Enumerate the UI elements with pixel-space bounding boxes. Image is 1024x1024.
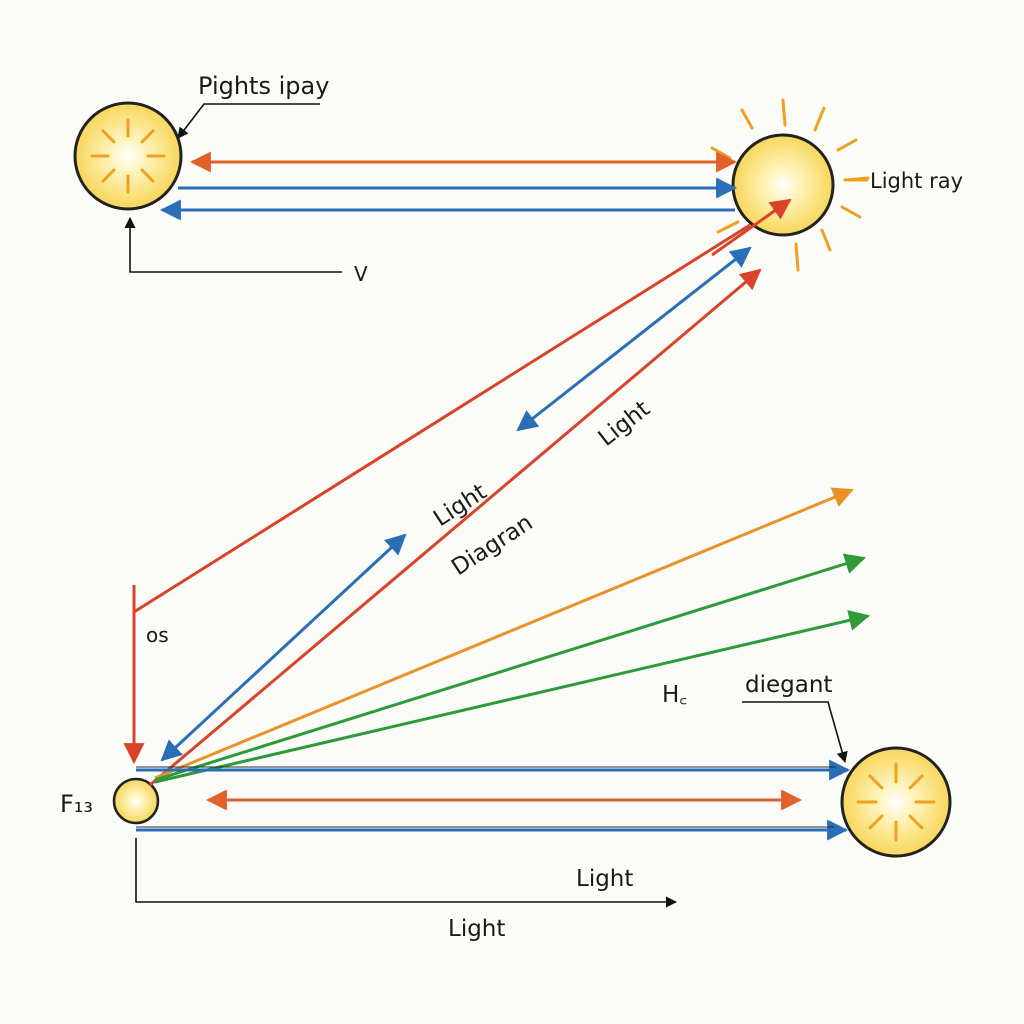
label-pights-ipay: Pights ipay — [198, 72, 329, 100]
ray-fan-green-upper — [154, 553, 867, 782]
callout-v — [124, 216, 342, 273]
ray-diagonal-blue-upper — [516, 246, 752, 432]
label-light-bottom-arrow: Light — [576, 866, 633, 892]
ray-red-into-sun — [711, 198, 792, 257]
label-f13: F₁₃ — [60, 790, 93, 818]
ray-fan-amber — [154, 487, 854, 780]
label-os: os — [146, 623, 169, 647]
label-light-ray: Light ray — [870, 169, 963, 193]
callout-top-left — [177, 103, 320, 139]
sun-top-right-icon — [710, 98, 870, 272]
sun-top-left-icon — [73, 101, 183, 211]
label-v: V — [354, 262, 368, 286]
small-sun-icon — [112, 777, 160, 825]
sun-bottom-right-icon — [840, 746, 952, 858]
label-diegant: diegant — [745, 672, 832, 698]
ray-fan-green-lower — [154, 610, 871, 784]
callout-diegant — [742, 701, 848, 764]
ray-diagonal-blue-lower — [160, 533, 407, 762]
label-hc: H꜀ — [662, 682, 687, 708]
label-light-bottom: Light — [448, 916, 505, 942]
ray-diagonal-red-upper — [133, 223, 751, 614]
axis-bottom-light — [135, 838, 678, 908]
